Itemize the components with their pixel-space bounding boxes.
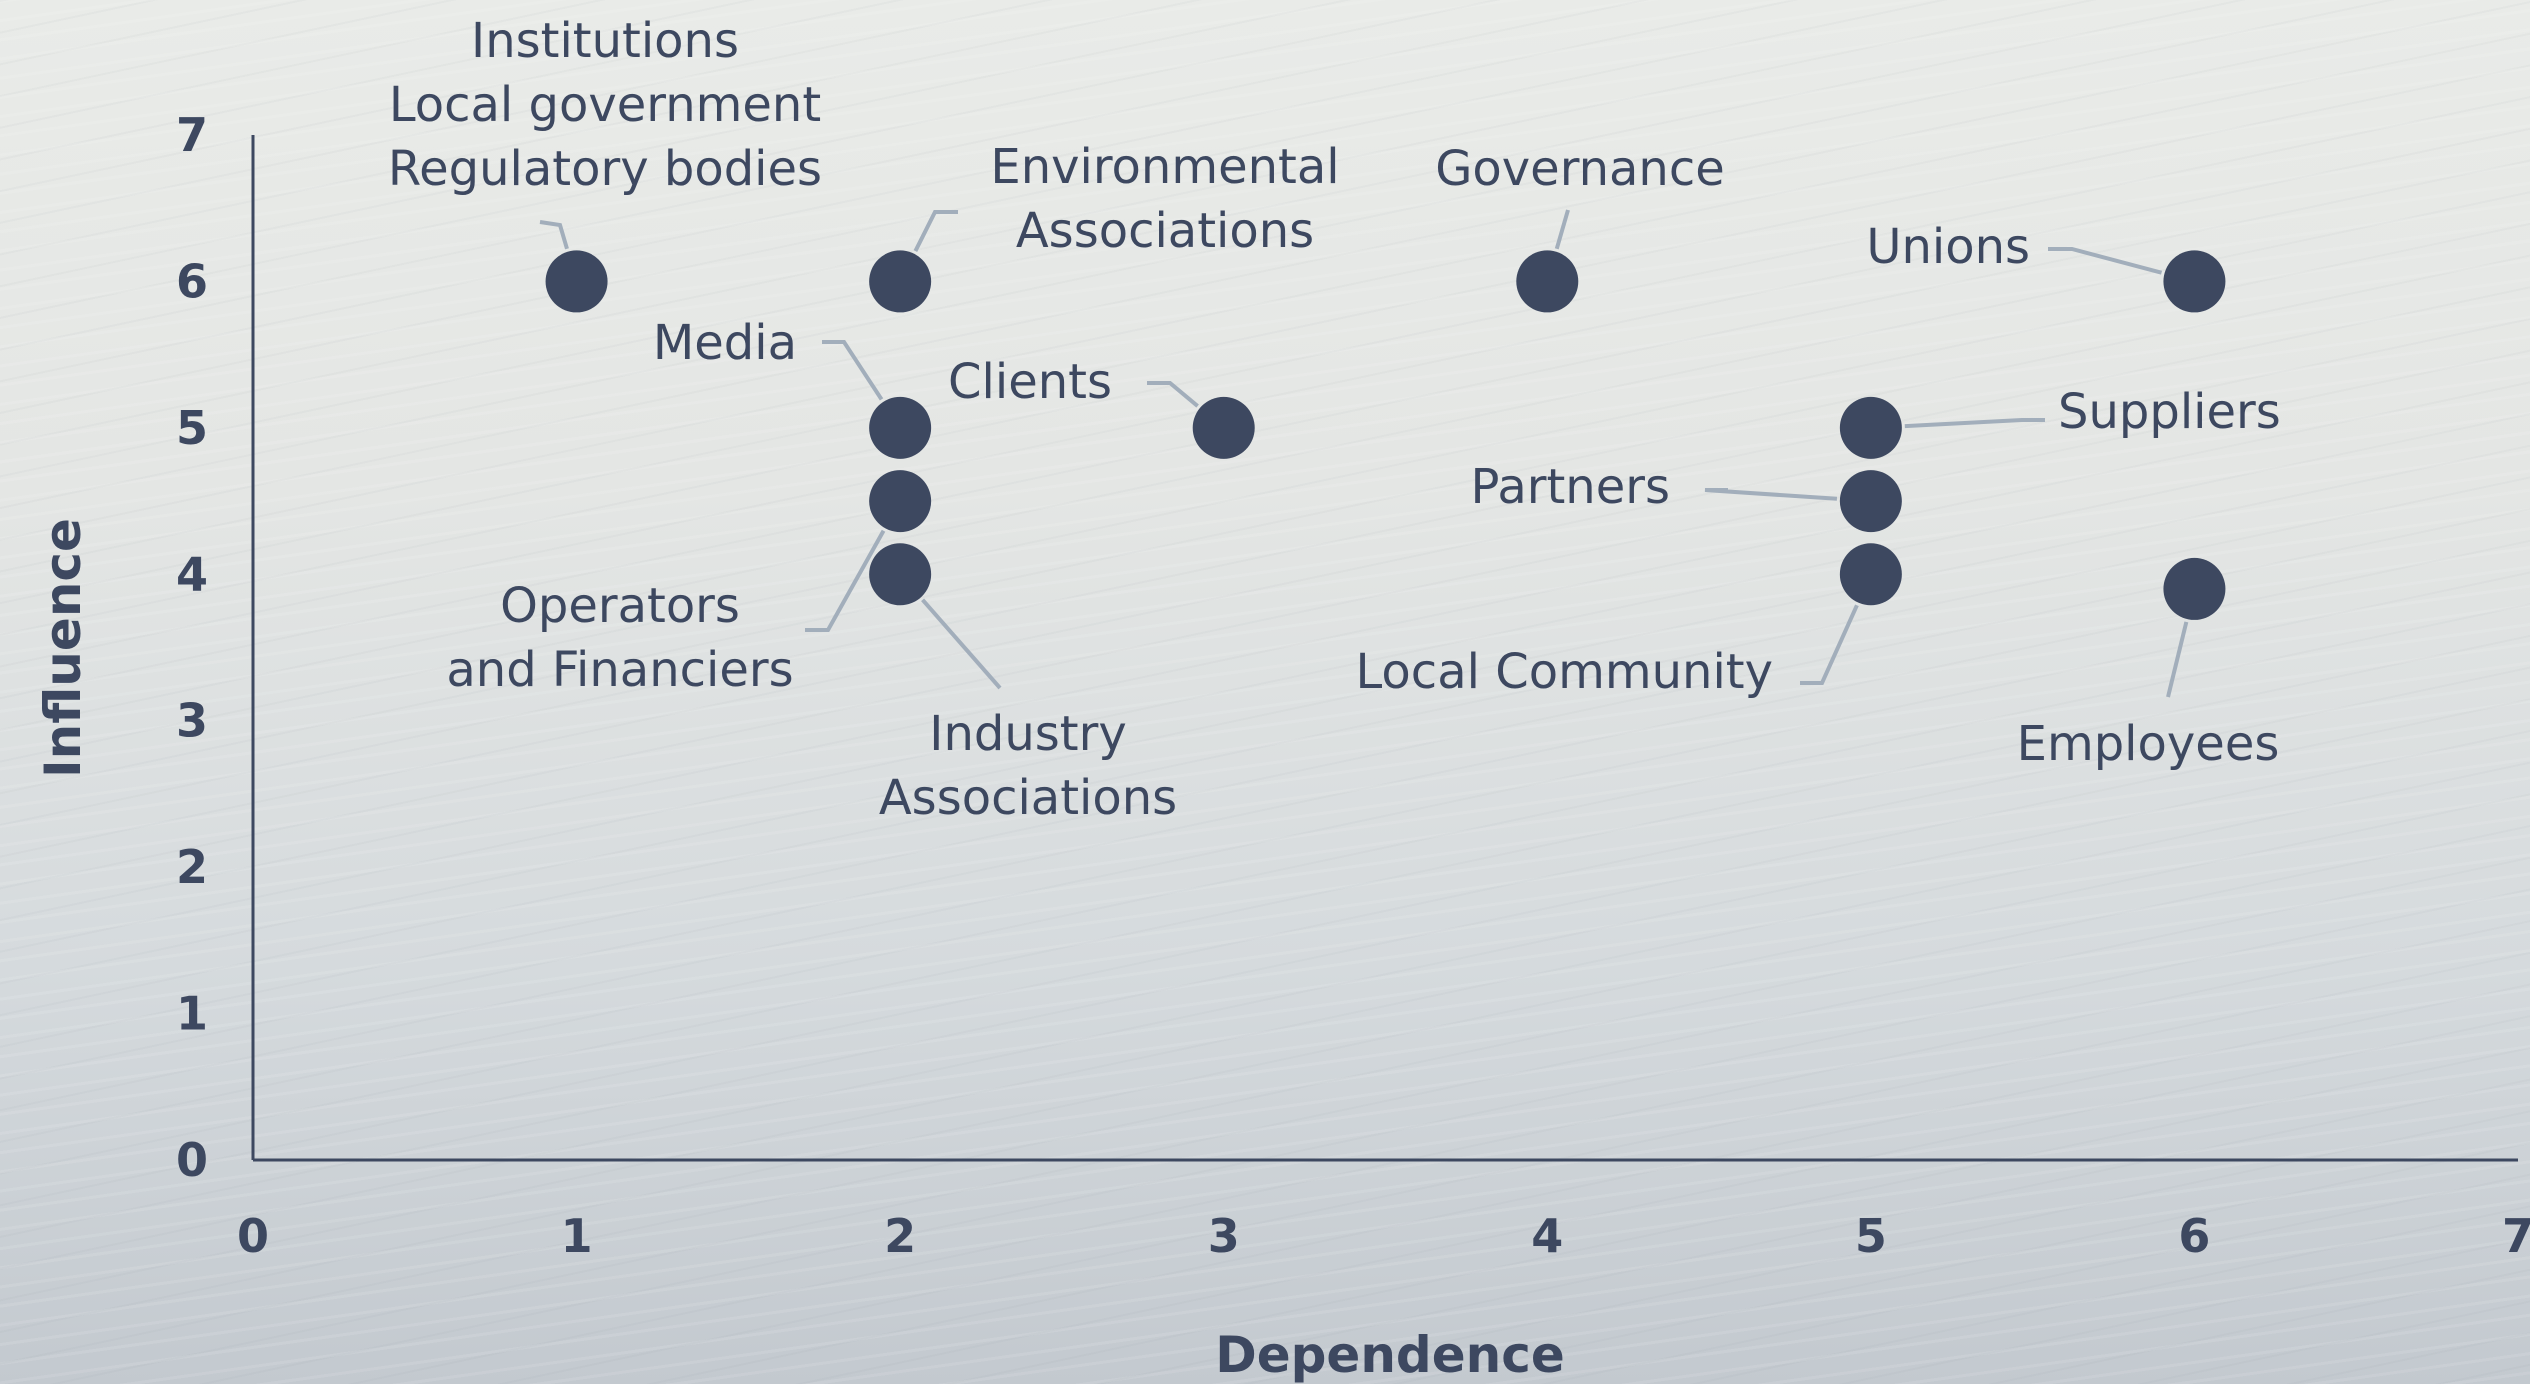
x-axis-title: Dependence: [1215, 1326, 1565, 1384]
point-label-line: Suppliers: [2058, 384, 2281, 440]
point-label-line: Institutions: [471, 13, 739, 69]
data-point: [1516, 250, 1579, 313]
leader-line: [913, 210, 958, 252]
leader-line: [1800, 604, 1859, 685]
y-axis-title: Influence: [34, 518, 92, 778]
data-point: [545, 250, 608, 313]
leader-line: [822, 340, 884, 401]
point-label: Suppliers: [2058, 384, 2281, 440]
data-point: [2163, 250, 2226, 313]
y-tick-label: 4: [176, 547, 208, 601]
point-label-line: Environmental: [990, 139, 1339, 195]
label-leader-lines: [539, 209, 2189, 698]
point-label-line: Industry: [929, 706, 1126, 762]
leader-line: [2166, 621, 2189, 698]
leader-line: [805, 529, 886, 632]
data-point: [869, 470, 932, 533]
point-label: Operators and Financiers: [446, 578, 793, 698]
x-tick-labels: 0 1 2 3 4 5 6 7: [237, 1209, 2530, 1263]
point-label-line: and Financiers: [446, 642, 793, 698]
data-points: [545, 250, 2226, 620]
y-tick-label: 5: [176, 401, 208, 455]
x-tick-label: 1: [561, 1209, 593, 1263]
point-label-line: Governance: [1435, 141, 1725, 197]
data-point: [1192, 396, 1255, 459]
point-label: Clients: [948, 354, 1112, 410]
point-label-line: Local Community: [1356, 644, 1773, 700]
leader-line: [2048, 247, 2163, 275]
point-label: Local Community: [1356, 644, 1773, 700]
y-tick-label: 3: [176, 694, 208, 748]
leader-line: [539, 220, 569, 250]
y-tick-label: 0: [176, 1133, 208, 1187]
y-tick-label: 6: [176, 254, 208, 308]
data-point: [1839, 543, 1902, 606]
point-label-line: Employees: [2017, 716, 2280, 772]
y-tick-labels: 0 1 2 3 4 5 6 7: [176, 108, 208, 1187]
x-tick-label: 7: [2502, 1209, 2530, 1263]
x-tick-label: 6: [2178, 1209, 2210, 1263]
x-tick-label: 5: [1855, 1209, 1887, 1263]
point-label-line: Clients: [948, 354, 1112, 410]
point-label: Unions: [1866, 219, 2030, 275]
point-label-line: Local government: [389, 77, 821, 133]
data-point: [869, 250, 932, 313]
point-label-line: Partners: [1471, 459, 1670, 515]
y-tick-label: 2: [176, 840, 208, 894]
leader-line: [1147, 381, 1199, 408]
point-label-line: Associations: [879, 770, 1177, 826]
x-tick-label: 3: [1208, 1209, 1240, 1263]
point-label-line: Associations: [1016, 203, 1314, 259]
y-tick-label: 7: [176, 108, 208, 162]
point-label-line: Regulatory bodies: [388, 141, 822, 197]
data-point: [1839, 470, 1902, 533]
point-label-line: Unions: [1866, 219, 2030, 275]
x-tick-label: 4: [1531, 1209, 1563, 1263]
data-point: [869, 396, 932, 459]
leader-line: [921, 598, 1002, 690]
x-tick-label: 2: [884, 1209, 916, 1263]
x-tick-label: 0: [237, 1209, 269, 1263]
leader-line: [1904, 418, 2045, 429]
point-label: Partners: [1471, 459, 1670, 515]
point-label-line: Media: [653, 315, 797, 371]
point-label: Media: [653, 315, 797, 371]
data-point: [869, 543, 932, 606]
leader-line: [1704, 488, 1838, 501]
point-label-line: Operators: [500, 578, 740, 634]
data-point: [2163, 557, 2226, 620]
leader-line: [1554, 209, 1570, 250]
point-label: Governance: [1435, 141, 1725, 197]
y-tick-label: 1: [176, 987, 208, 1041]
data-point: [1839, 396, 1902, 459]
point-label: Employees: [2017, 716, 2280, 772]
